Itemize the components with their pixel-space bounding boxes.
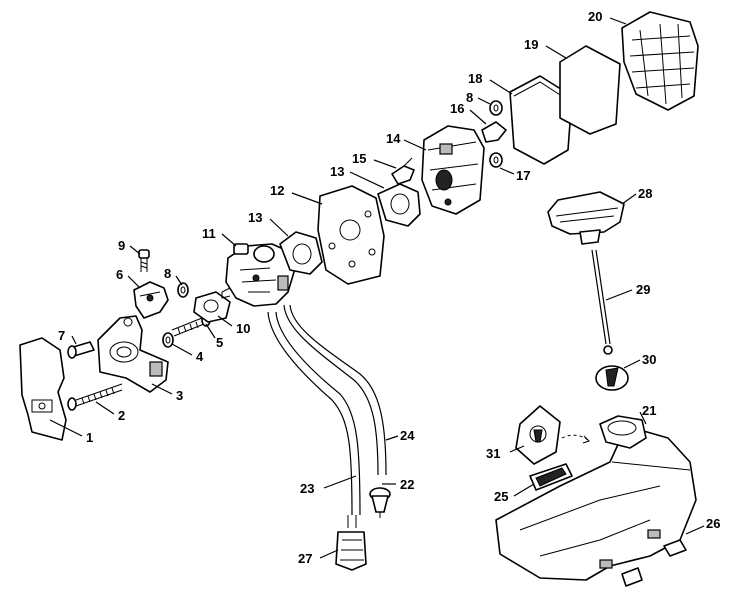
callout-labels: 1 2 3 4 5 6 7 8 8 9 10 11 12 13 13 14 15… [58,9,720,566]
part-screw-9 [138,249,150,272]
label-21: 21 [642,403,656,418]
part-rod-29 [591,249,613,355]
part-gasket-10 [193,291,231,323]
part-lever-15 [391,157,415,185]
part-gasket-13-left [279,231,323,275]
part-foot-26b [621,567,643,587]
part-fuel-line-24 [283,304,387,476]
part-valve-22 [369,487,391,518]
label-22: 22 [400,477,414,492]
part-gasket-plate [19,337,67,441]
part-washer-8-left [177,282,189,298]
label-16: 16 [450,101,464,116]
label-29: 29 [636,282,650,297]
part-filter-element-18 [509,75,573,165]
part-gasket-13-right [377,183,421,227]
label-31: 31 [486,446,500,461]
part-nut-17 [489,152,503,168]
part-fuel-tank-21 [495,415,697,581]
part-filter-housing [421,125,485,215]
label-27: 27 [298,551,312,566]
label-8-left: 8 [164,266,171,281]
part-flange-spacer [97,315,169,393]
part-label-31 [515,405,590,465]
part-bracket [133,281,169,319]
label-10: 10 [236,321,250,336]
part-foot-26a [663,539,687,557]
label-3: 3 [176,388,183,403]
part-filter-cover-20 [621,11,699,111]
label-17: 17 [516,168,530,183]
label-26: 26 [706,516,720,531]
part-pickup-30 [595,365,629,391]
label-30: 30 [642,352,656,367]
part-carburetor [221,243,295,307]
part-long-screw-2 [67,383,123,411]
label-4: 4 [196,349,204,364]
part-filter-pad-19 [559,45,621,135]
part-fuel-line-23 [267,311,361,516]
label-13-left: 13 [248,210,262,225]
part-washer-4 [162,332,174,348]
label-18: 18 [468,71,482,86]
label-6: 6 [116,267,123,282]
label-11: 11 [202,226,216,241]
label-24: 24 [400,428,415,443]
part-fuel-filter-27 [335,515,367,571]
label-5: 5 [216,335,223,350]
label-7: 7 [58,328,65,343]
part-pad-25 [529,463,573,491]
label-13-right: 13 [330,164,344,179]
label-28: 28 [638,186,652,201]
label-25: 25 [494,489,508,504]
part-nut-8-right [489,100,503,116]
label-23: 23 [300,481,314,496]
part-clip-16 [481,121,507,143]
label-19: 19 [524,37,538,52]
label-8-right: 8 [466,90,473,105]
label-2: 2 [118,408,125,423]
leader-lines [49,17,705,559]
label-9: 9 [118,238,125,253]
part-pin-7 [67,341,95,359]
label-15: 15 [352,151,366,166]
label-12: 12 [270,183,284,198]
label-20: 20 [588,9,602,24]
label-14: 14 [386,131,401,146]
part-fuel-cap-28 [547,191,625,245]
part-plate-12 [317,185,385,285]
label-1: 1 [86,430,93,445]
